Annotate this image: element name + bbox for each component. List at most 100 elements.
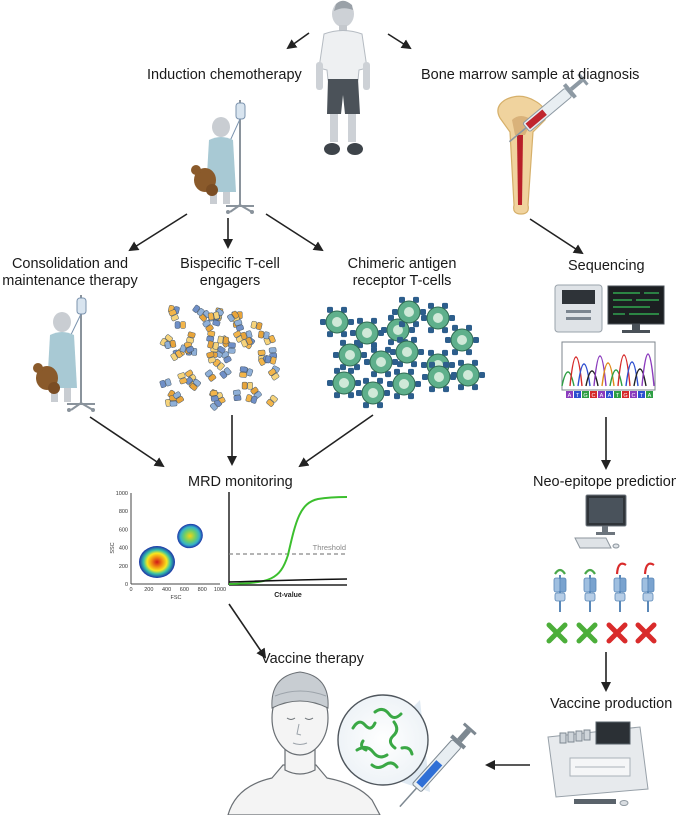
bispecific-antibody bbox=[227, 310, 240, 322]
hla-molecule bbox=[613, 562, 627, 612]
bispecific-antibody bbox=[263, 335, 276, 346]
base-call-letter: T bbox=[576, 393, 580, 399]
flow-x-tick: 400 bbox=[162, 587, 171, 593]
bispecific-antibody bbox=[209, 390, 219, 402]
car-t-cell bbox=[356, 377, 390, 409]
normal-population bbox=[177, 523, 203, 549]
vaccinated-patient-illustration bbox=[227, 671, 477, 815]
flow-y-tick: 200 bbox=[119, 564, 128, 570]
car-t-cell bbox=[422, 361, 456, 393]
baseline-curve bbox=[228, 578, 348, 583]
bispecific-antibody bbox=[189, 378, 201, 391]
base-call-box bbox=[566, 391, 573, 398]
bispecific-antibody bbox=[245, 394, 258, 404]
base-call-box bbox=[630, 391, 637, 398]
bispecific-antibody bbox=[204, 369, 217, 382]
bispecific-antibody bbox=[268, 368, 280, 381]
chromatogram-peak bbox=[585, 370, 599, 387]
base-call-letter: A bbox=[608, 393, 612, 399]
child-patient-illustration bbox=[316, 0, 370, 155]
bispecific-antibody bbox=[202, 319, 214, 332]
amplification-curve bbox=[228, 496, 348, 585]
bispecific-antibody bbox=[206, 351, 216, 364]
car-t-label-line1: Chimeric antigen bbox=[347, 256, 457, 272]
neo-epitope-prediction-label: Neo-epitope prediction bbox=[533, 474, 676, 490]
flow-x-tick: 200 bbox=[144, 587, 153, 593]
bone-marrow-biopsy-illustration bbox=[497, 73, 589, 215]
bispecific-antibody bbox=[174, 321, 186, 329]
flow-x-tick: 0 bbox=[129, 587, 132, 593]
consolidation-label-line2: maintenance therapy bbox=[2, 273, 138, 289]
base-call-letter: A bbox=[648, 393, 652, 399]
base-call-letter: A bbox=[568, 393, 572, 399]
bispecific-antibody bbox=[207, 311, 220, 321]
chromatogram-peak bbox=[609, 369, 623, 387]
chromatogram-peak bbox=[617, 354, 631, 387]
chromatogram-peak bbox=[625, 361, 639, 387]
base-call-letter: C bbox=[632, 393, 636, 399]
bispecific-antibody bbox=[168, 309, 179, 322]
bispecific-antibody bbox=[186, 331, 196, 344]
hla-molecule bbox=[641, 562, 655, 612]
patient-iv-chemotherapy-illustration bbox=[191, 100, 254, 214]
chromatogram-peak bbox=[561, 371, 575, 387]
computer-illustration bbox=[574, 494, 627, 549]
chromatogram-peak bbox=[601, 362, 615, 387]
chromatogram-peak bbox=[593, 355, 607, 387]
bispecific-antibody bbox=[240, 337, 253, 348]
flow-x-tick: 600 bbox=[180, 587, 189, 593]
flow-y-tick: 400 bbox=[119, 546, 128, 552]
bispecific-antibody bbox=[217, 335, 229, 345]
base-call-box bbox=[622, 391, 629, 398]
base-call-box bbox=[614, 391, 621, 398]
flow-xlabel: FSC bbox=[171, 595, 182, 601]
bispecific-antibody bbox=[234, 319, 244, 332]
car-t-cell bbox=[364, 346, 398, 378]
bispecific-antibody bbox=[239, 366, 248, 378]
bispecific-antibody bbox=[241, 381, 253, 390]
car-t-cell bbox=[451, 359, 485, 391]
base-call-box bbox=[646, 391, 653, 398]
cross-icon bbox=[606, 622, 628, 644]
base-call-box bbox=[582, 391, 589, 398]
flow-arrows bbox=[89, 32, 611, 770]
car-t-cell bbox=[421, 302, 455, 334]
vaccine-production-label: Vaccine production bbox=[550, 696, 673, 712]
blast-population bbox=[139, 546, 175, 578]
bispecific-antibody bbox=[232, 389, 242, 402]
chromatogram-peak bbox=[577, 363, 591, 387]
consolidation-label-line1: Consolidation and bbox=[11, 256, 129, 272]
car-t-cell bbox=[387, 368, 421, 400]
base-call-box bbox=[606, 391, 613, 398]
car-t-cell bbox=[390, 336, 424, 368]
check-icon bbox=[576, 622, 598, 644]
base-call-letter: G bbox=[623, 393, 627, 399]
bispecific-antibody bbox=[173, 391, 184, 404]
bispecific-antibody bbox=[240, 330, 253, 340]
sequencing-label: Sequencing bbox=[568, 258, 645, 274]
bispecific-antibody bbox=[250, 320, 263, 330]
bispecific-label-line2: engagers bbox=[199, 273, 261, 289]
bispecific-antibody bbox=[177, 372, 188, 385]
base-call-letter: A bbox=[600, 393, 604, 399]
bispecific-antibody bbox=[258, 330, 270, 340]
epitope-results bbox=[546, 622, 657, 644]
bispecific-antibody bbox=[192, 304, 205, 317]
flow-y-tick: 0 bbox=[125, 582, 128, 588]
patient-iv-maintenance-illustration bbox=[33, 295, 95, 412]
bispecific-antibody bbox=[268, 347, 278, 359]
bispecific-antibody-cluster bbox=[159, 304, 280, 411]
bispecific-antibody bbox=[207, 340, 220, 350]
bispecific-antibody bbox=[159, 378, 172, 388]
vaccine-therapy-label: Vaccine therapy bbox=[261, 651, 364, 667]
bispecific-antibody bbox=[264, 355, 277, 365]
base-call-letter: G bbox=[583, 393, 587, 399]
car-t-cell bbox=[333, 339, 367, 371]
flow-y-tick: 600 bbox=[119, 527, 128, 533]
bispecific-label-line1: Bispecific T-cell bbox=[180, 256, 280, 272]
chromatogram-peak bbox=[641, 353, 655, 387]
base-call-box bbox=[638, 391, 645, 398]
car-t-cell bbox=[445, 324, 479, 356]
flow-x-tick: 800 bbox=[198, 587, 207, 593]
